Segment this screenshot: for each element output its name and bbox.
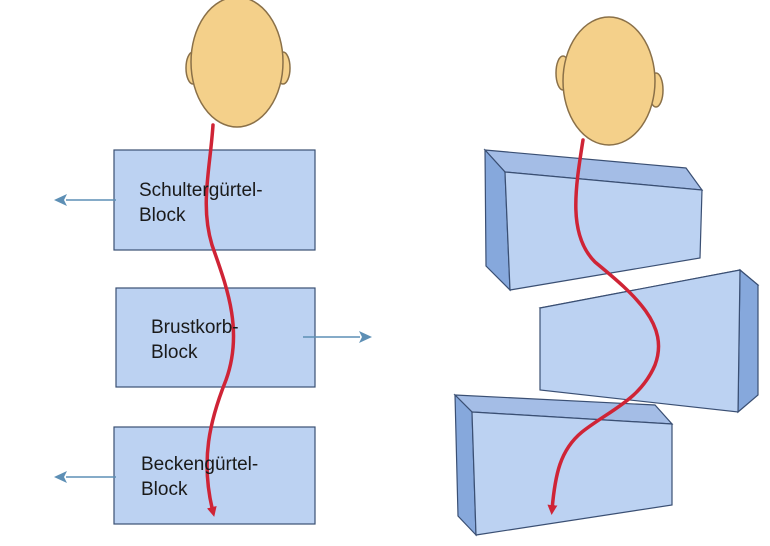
pelvis-shift-arrow	[54, 471, 116, 483]
thorax-block-label-line1: Brustkorb-	[151, 317, 239, 338]
pelvis-block-label: Beckengürtel- Block	[141, 452, 258, 502]
shoulder-shift-arrow	[54, 194, 116, 206]
thorax-block-label: Brustkorb- Block	[151, 315, 239, 365]
right-spine-line	[547, 138, 661, 515]
shoulder-block-label: Schultergürtel- Block	[139, 178, 263, 228]
pelvis-block-label-line2: Block	[141, 479, 188, 500]
right-figure	[453, 16, 760, 537]
shoulder-block-label-line2: Block	[139, 205, 186, 226]
pelvis-block-3d	[453, 393, 674, 537]
left-head	[185, 0, 291, 128]
pelvis-block-label-line1: Beckengürtel-	[141, 454, 259, 475]
right-head	[555, 16, 664, 146]
left-figure	[54, 0, 372, 525]
left-spine-line	[204, 123, 236, 517]
shoulder-block-3d	[483, 148, 704, 292]
thorax-block-3d	[538, 268, 760, 414]
shoulder-block-label-line1: Schultergürtel-	[139, 180, 263, 201]
thorax-block-label-line2: Block	[151, 342, 198, 363]
thorax-shift-arrow	[303, 331, 372, 343]
